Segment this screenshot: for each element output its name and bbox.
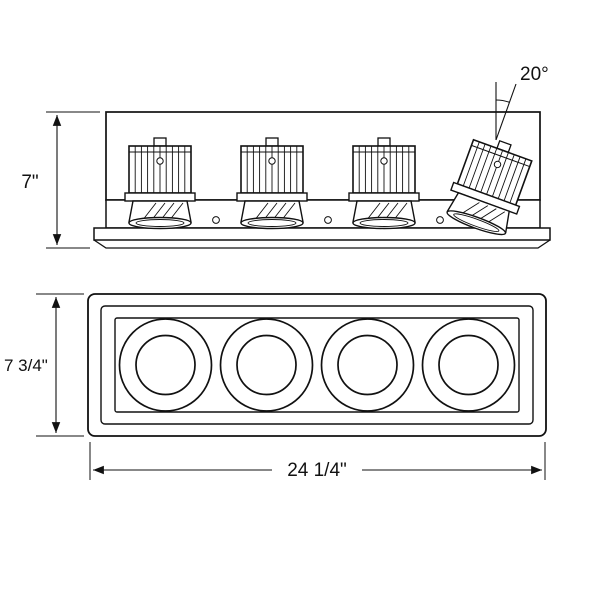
- plan-height-dimension: 7 3/4": [4, 293, 84, 437]
- side-height-label: 7": [21, 172, 38, 193]
- trim-screws: [212, 216, 444, 224]
- aperture-3: [320, 318, 415, 412]
- trim-outer-rect: [87, 293, 547, 437]
- side-height-dimension: 7": [21, 111, 100, 249]
- plan-height-label: 7 3/4": [4, 356, 48, 375]
- tilt-angle-label: 20°: [520, 64, 549, 85]
- led-module-2: [236, 137, 308, 230]
- led-module-3: [348, 137, 420, 230]
- side-elevation-view: 20° 7": [21, 64, 551, 249]
- flange: [93, 227, 551, 249]
- aperture-2: [219, 318, 314, 412]
- plan-view: 7 3/4" 24 1/4": [4, 293, 547, 481]
- aperture-4: [421, 318, 516, 412]
- aperture-1: [118, 318, 213, 412]
- trim-inner-rect: [114, 317, 520, 413]
- tilt-angle-annotation: 20°: [495, 64, 549, 141]
- plan-width-dimension: 24 1/4": [89, 442, 546, 481]
- led-module-1: [124, 137, 196, 230]
- plan-width-label: 24 1/4": [287, 460, 347, 481]
- trim-mid-rect: [100, 305, 534, 425]
